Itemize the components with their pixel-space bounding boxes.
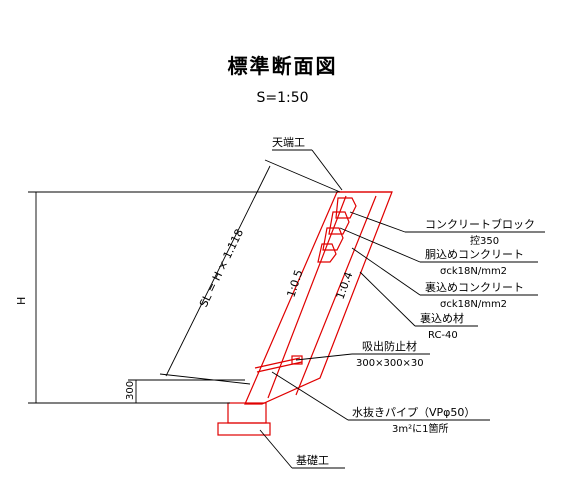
drawing-scale: S=1:50 bbox=[256, 90, 309, 106]
leader-tenbako bbox=[311, 149, 343, 191]
wall-outline bbox=[244, 191, 393, 405]
label-h: H bbox=[15, 297, 28, 305]
suction-prevention bbox=[291, 355, 303, 365]
leader-dokome bbox=[339, 227, 421, 263]
foundation-base bbox=[217, 422, 271, 436]
label-300: 300 bbox=[125, 381, 136, 400]
label-block-sub: 控350 bbox=[470, 234, 499, 247]
label-uragome-zai-sub: RC-40 bbox=[428, 330, 458, 341]
leader-uragome bbox=[351, 247, 421, 296]
leader-block bbox=[349, 211, 406, 233]
label-suidashi-sub: 300×300×30 bbox=[356, 358, 424, 369]
block-3 bbox=[322, 227, 344, 251]
label-dokome: 胴込めコンクリート bbox=[425, 248, 524, 261]
drain-pipe-upper bbox=[254, 357, 301, 369]
sl-top-ext bbox=[264, 159, 341, 193]
label-uragome: 裏込めコンクリート bbox=[425, 280, 524, 294]
label-block: コンクリートブロック bbox=[425, 217, 535, 231]
sl-bottom-ext bbox=[159, 373, 251, 385]
label-uragome-zai: 裏込め材 bbox=[420, 311, 464, 325]
leader-mizunuki bbox=[271, 371, 349, 421]
retaining-wall-structure bbox=[217, 191, 393, 436]
leader-suidashi bbox=[295, 353, 353, 361]
label-mizunuki: 水抜きパイプ（VPφ50） bbox=[352, 405, 475, 419]
leader-kiso bbox=[259, 429, 293, 469]
label-slope-1: 1:0.5 bbox=[284, 268, 305, 299]
block-1 bbox=[335, 197, 357, 219]
leader-uragome-zai bbox=[359, 271, 416, 327]
label-sl: SL = H × 1.118 bbox=[197, 227, 246, 309]
foundation-upper bbox=[227, 402, 267, 424]
sl-dimension-line bbox=[165, 165, 271, 377]
label-tenbako: 天端工 bbox=[272, 136, 305, 149]
block-2 bbox=[328, 211, 350, 235]
label-dokome-sub: σck18N/mm2 bbox=[440, 266, 507, 277]
label-kiso: 基礎工 bbox=[296, 454, 329, 467]
label-mizunuki-sub: 3m²に1箇所 bbox=[392, 422, 448, 435]
wall-inner-line-2 bbox=[295, 195, 377, 396]
dimension-lines bbox=[28, 149, 545, 469]
drawing-title: 標準断面図 bbox=[227, 54, 338, 78]
label-suidashi: 吸出防止材 bbox=[362, 339, 417, 353]
label-uragome-sub: σck18N/mm2 bbox=[440, 299, 507, 310]
wall-inner-line-1 bbox=[267, 195, 347, 399]
block-4 bbox=[317, 243, 337, 263]
